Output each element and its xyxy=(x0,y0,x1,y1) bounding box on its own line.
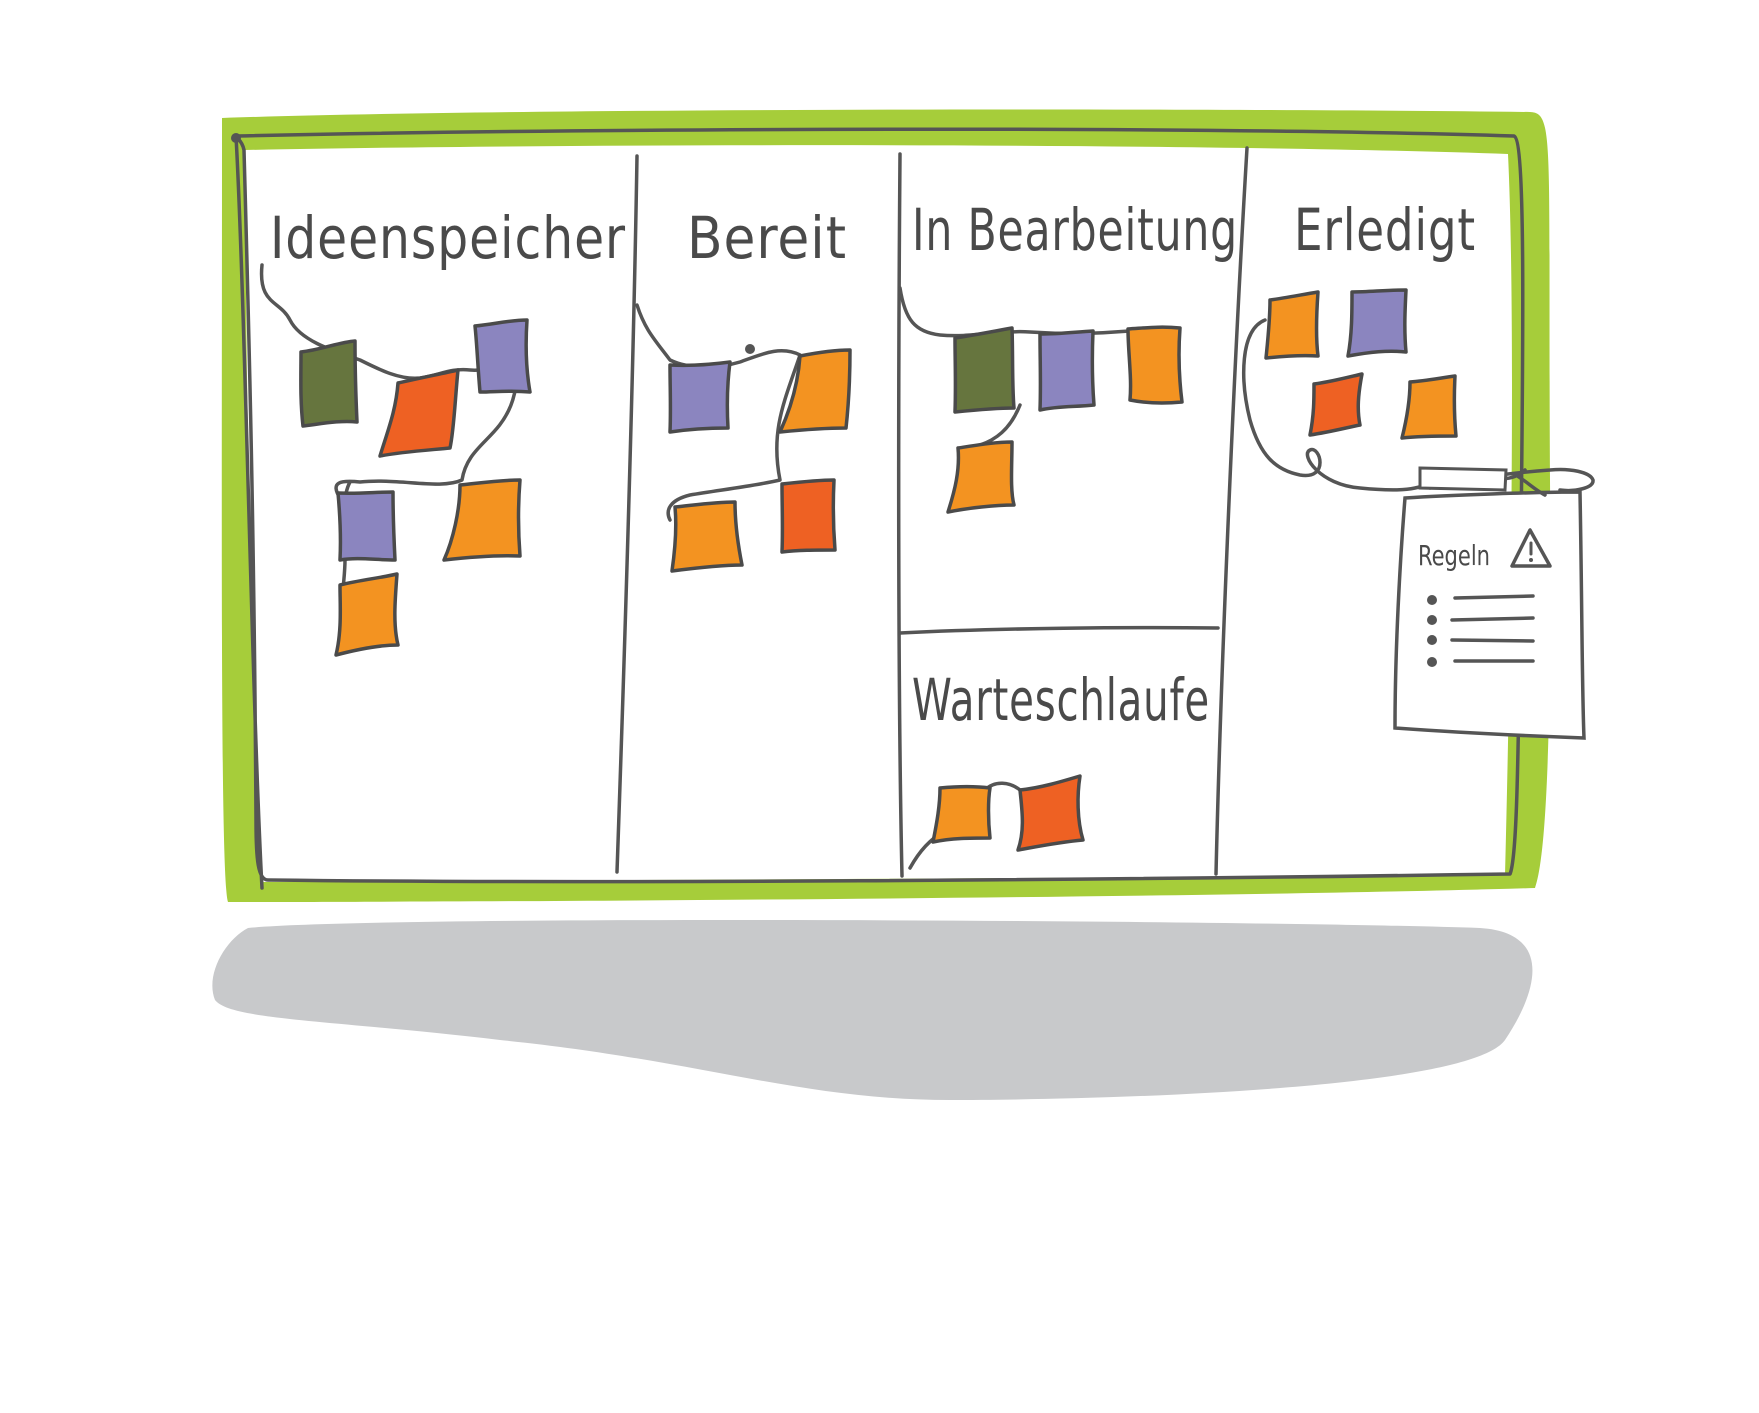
divider-1 xyxy=(615,154,639,874)
lane-title-warteschlaufe: Warteschlaufe xyxy=(912,666,1210,734)
rules-line xyxy=(1450,616,1535,622)
divider-2 xyxy=(896,152,904,878)
waiting-divider xyxy=(898,625,1220,635)
sticky-notes xyxy=(299,288,1458,852)
note-orange xyxy=(1400,374,1458,440)
board-panel xyxy=(245,145,1512,883)
note-olive xyxy=(299,339,359,428)
rules-line xyxy=(1450,638,1535,643)
note-purple xyxy=(336,490,397,562)
column-title-in-bearbeitung: In Bearbeitung xyxy=(912,196,1238,264)
note-red xyxy=(1016,774,1085,852)
rules-list xyxy=(1427,594,1535,667)
note-purple xyxy=(473,318,532,394)
column-title-ideenspeicher: Ideenspeicher xyxy=(270,204,626,272)
note-olive xyxy=(953,326,1016,414)
note-orange xyxy=(1126,325,1184,405)
tape-strip xyxy=(1418,466,1508,492)
note-orange xyxy=(778,348,852,434)
note-orange xyxy=(442,478,522,562)
rules-line xyxy=(1453,594,1535,600)
note-orange xyxy=(670,500,744,573)
column-title-bereit: Bereit xyxy=(687,204,847,272)
note-purple xyxy=(668,360,732,434)
note-orange xyxy=(334,572,400,657)
note-orange xyxy=(931,784,992,844)
note-red xyxy=(780,478,837,554)
rules-title: Regeln xyxy=(1418,539,1490,572)
note-red xyxy=(378,368,460,458)
rules-sheet: Regeln xyxy=(1393,466,1595,740)
rules-bullet xyxy=(1427,595,1437,605)
board-border xyxy=(234,127,1525,890)
note-red xyxy=(1308,372,1364,437)
rules-bullet xyxy=(1427,615,1437,625)
column-title-erledigt: Erledigt xyxy=(1294,196,1476,264)
warning-triangle-icon xyxy=(1510,528,1552,568)
rules-bullet xyxy=(1427,657,1437,667)
rules-bullet xyxy=(1427,635,1437,645)
note-orange xyxy=(946,440,1016,514)
divider-3 xyxy=(1214,146,1249,876)
note-purple xyxy=(1346,288,1408,358)
note-orange xyxy=(1264,290,1320,360)
board-shadow xyxy=(212,920,1533,1100)
note-purple xyxy=(1038,329,1096,412)
